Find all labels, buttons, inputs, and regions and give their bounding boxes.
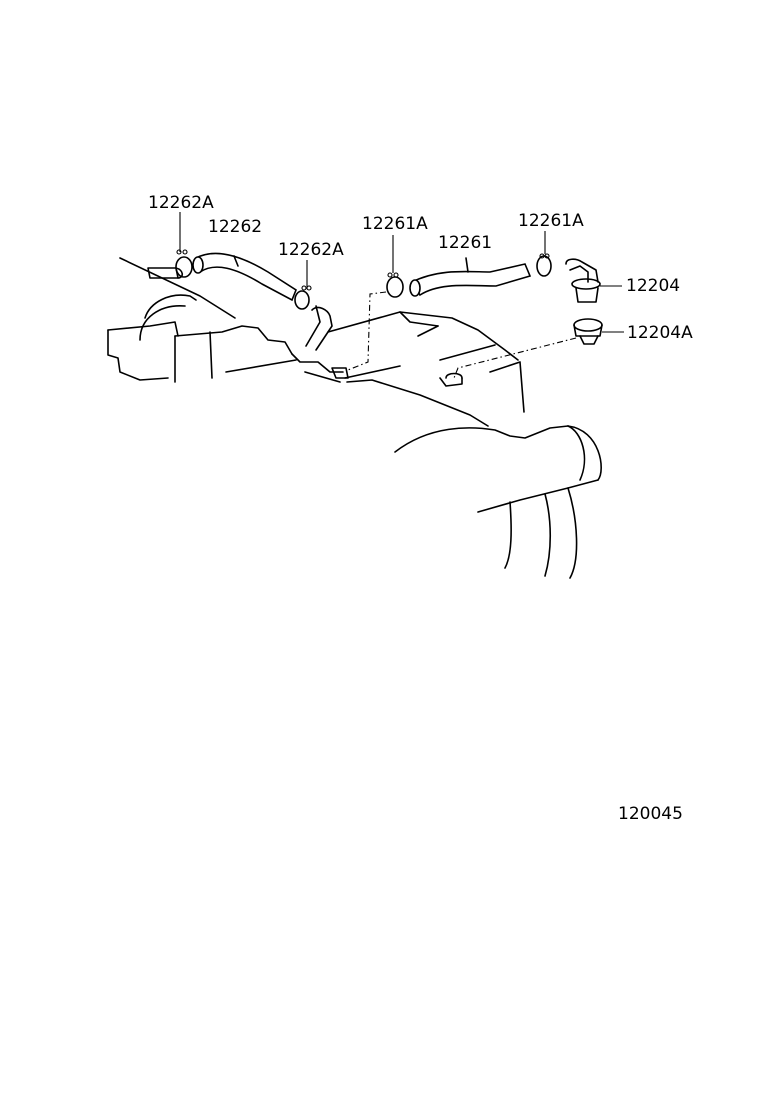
label-12261a-right: 12261A (518, 211, 584, 231)
hose-12262[interactable] (192, 252, 297, 302)
figure-number: 120045 (618, 804, 683, 824)
label-12204: 12204 (626, 276, 680, 296)
grommet-12204a[interactable] (453, 318, 624, 379)
label-12261: 12261 (438, 233, 492, 253)
label-12204a: 12204A (627, 323, 693, 343)
hose-clip-12262a-upper[interactable] (175, 212, 193, 278)
pcv-valve-12204[interactable] (565, 258, 622, 303)
label-12262a-upper: 12262A (148, 193, 214, 213)
hose-12261[interactable] (409, 257, 532, 297)
pipe-fitting-left (305, 305, 333, 351)
air-intake-duct-drawing (394, 425, 602, 579)
hose-clip-12261a-right[interactable] (536, 231, 552, 277)
label-12262a-lower: 12262A (278, 240, 344, 260)
label-12261a-left: 12261A (362, 214, 428, 234)
valve-cover-drawing (304, 311, 525, 427)
label-12262: 12262 (208, 217, 262, 237)
hose-clip-12262a-lower[interactable] (294, 260, 312, 310)
engine-block-drawing (107, 257, 344, 383)
hose-clip-12261a-left[interactable] (347, 235, 404, 371)
